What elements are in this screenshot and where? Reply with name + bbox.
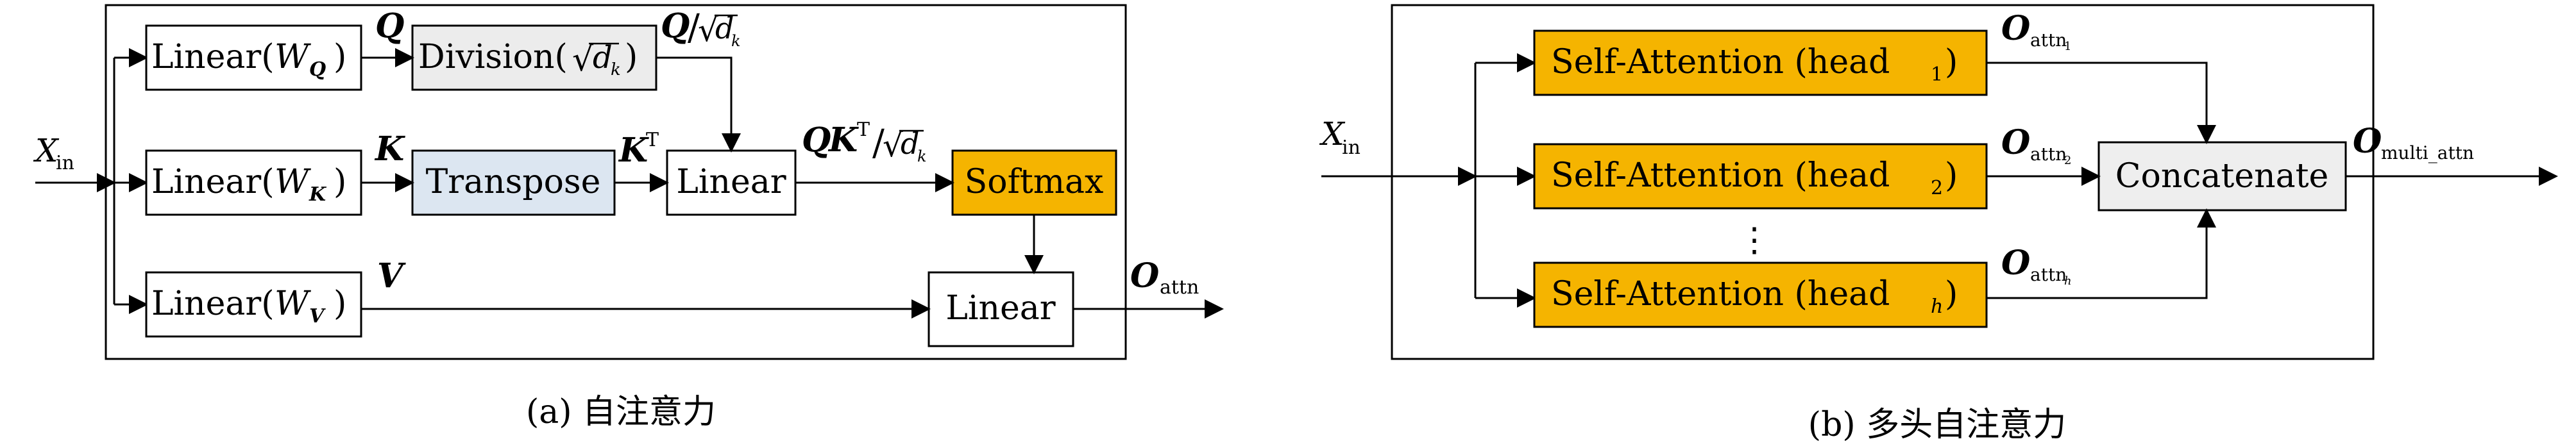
panel-b-output-label: O multi_attn — [2353, 122, 2474, 163]
svg-text:Linear: Linear — [676, 163, 786, 201]
svg-text:attn: attn — [2030, 144, 2067, 165]
svg-text:attn: attn — [2030, 264, 2067, 285]
head-2-box: Self-Attention (head 2 ) — [1533, 143, 1988, 210]
transpose-box: Transpose — [411, 149, 616, 216]
svg-text:1: 1 — [1931, 63, 1943, 86]
svg-text:W: W — [275, 285, 311, 323]
panel-a-output-label: O attn — [1130, 256, 1199, 299]
svg-text:√: √ — [883, 127, 903, 164]
svg-text:): ) — [334, 38, 346, 76]
head-h-output-label: O attn h — [2001, 244, 2072, 288]
head-ellipsis: ⋮ — [1738, 221, 1771, 260]
panel-b-caption: (b) 多头自注意力 — [1808, 406, 2066, 444]
svg-text:O: O — [2001, 123, 2030, 162]
svg-text:Self-Attention (head: Self-Attention (head — [1551, 275, 1890, 313]
svg-text:Linear(: Linear( — [151, 285, 275, 323]
linear-k-box: Linear( W K ) — [145, 149, 362, 216]
edge-qkt-label: Q K T / √ d k — [802, 119, 927, 165]
panel-b-input-sub: in — [1342, 137, 1360, 159]
svg-text:√: √ — [698, 12, 718, 49]
svg-text:k: k — [917, 147, 927, 165]
svg-text:T: T — [857, 119, 870, 141]
edge-qdiv-label: Q / √ d k — [661, 6, 741, 50]
edge-kt-sup: T — [646, 129, 659, 151]
svg-text:Division(: Division( — [418, 38, 568, 76]
svg-text:d: d — [593, 40, 613, 76]
svg-text:Q: Q — [802, 120, 831, 160]
svg-text:W: W — [275, 38, 311, 76]
svg-text:): ) — [334, 285, 346, 323]
edge-v-label: V — [377, 256, 406, 295]
svg-text:1: 1 — [2064, 40, 2071, 53]
svg-text:O: O — [2001, 244, 2030, 283]
svg-text:attn: attn — [2030, 29, 2067, 51]
svg-text:d: d — [901, 126, 919, 161]
svg-text:O: O — [2353, 122, 2382, 161]
svg-text:2: 2 — [1931, 177, 1943, 199]
svg-text:): ) — [1945, 43, 1958, 81]
svg-text:Softmax: Softmax — [965, 163, 1104, 201]
svg-text:k: k — [731, 32, 741, 50]
edge-qdiv-arrow — [656, 56, 741, 153]
svg-text:): ) — [1945, 156, 1958, 195]
linear-out-box: Linear — [928, 271, 1074, 347]
svg-text:d: d — [715, 11, 734, 46]
svg-text:O: O — [2001, 9, 2030, 48]
svg-text:O: O — [1130, 256, 1159, 295]
svg-text:Self-Attention (head: Self-Attention (head — [1551, 156, 1890, 195]
head-1-output-label: O attn 1 — [2001, 9, 2071, 53]
svg-text:V: V — [309, 305, 326, 328]
edge-q-label: Q — [375, 6, 404, 46]
svg-text:Q: Q — [309, 58, 326, 81]
svg-text:Linear: Linear — [945, 289, 1055, 328]
svg-text:Self-Attention (head: Self-Attention (head — [1551, 43, 1890, 81]
head-h-box: Self-Attention (head h ) — [1533, 261, 1988, 328]
svg-text:Linear(: Linear( — [151, 163, 275, 201]
svg-text:h: h — [1931, 295, 1943, 318]
softmax-box: Softmax — [951, 149, 1117, 216]
panel-b-input-label: X — [1319, 115, 1346, 153]
panel-a-caption: (a) 自注意力 — [526, 393, 716, 431]
svg-text:/: / — [688, 7, 700, 49]
head-1-box: Self-Attention (head 1 ) — [1533, 29, 1988, 96]
svg-text:W: W — [275, 163, 311, 201]
svg-text:): ) — [625, 38, 638, 76]
svg-text:): ) — [1945, 275, 1958, 313]
svg-text:Concatenate: Concatenate — [2115, 157, 2329, 195]
head-2-output-label: O attn 2 — [2001, 123, 2071, 167]
panel-b-frame — [1391, 4, 2375, 360]
svg-text:Q: Q — [661, 6, 690, 46]
linear-v-box: Linear( W V ) — [145, 271, 362, 338]
linear-q-box: Linear( W Q ) — [145, 24, 362, 91]
edge-head1-concat — [1987, 62, 2216, 144]
edge-k-label: K — [374, 129, 405, 169]
svg-text:Linear(: Linear( — [151, 38, 275, 76]
svg-text:2: 2 — [2064, 154, 2071, 167]
svg-text:K: K — [827, 120, 859, 160]
linear-qk-box: Linear — [666, 149, 797, 216]
concatenate-box: Concatenate — [2097, 141, 2347, 212]
svg-text:K: K — [309, 183, 327, 206]
panel-a-input-sub: in — [56, 152, 74, 174]
svg-text:k: k — [611, 60, 621, 79]
panel-b: X in Self-Attention (head 1 ) Self-Atten… — [1319, 4, 2558, 444]
division-box: Division( √ d k ) — [411, 24, 657, 91]
svg-text:√: √ — [572, 40, 594, 79]
svg-text:/: / — [872, 122, 885, 164]
panel-a: X in Linear( W Q ) Linear( W K ) Linear( — [33, 4, 1224, 431]
svg-text:): ) — [334, 163, 346, 201]
svg-text:multi_attn: multi_attn — [2381, 142, 2474, 163]
svg-text:Transpose: Transpose — [426, 163, 601, 201]
edge-headh-concat — [1987, 208, 2216, 299]
panel-a-input-label: X — [33, 132, 60, 169]
svg-text:attn: attn — [1160, 276, 1199, 299]
svg-text:h: h — [2064, 274, 2072, 288]
edge-kt-label: K — [618, 131, 649, 170]
